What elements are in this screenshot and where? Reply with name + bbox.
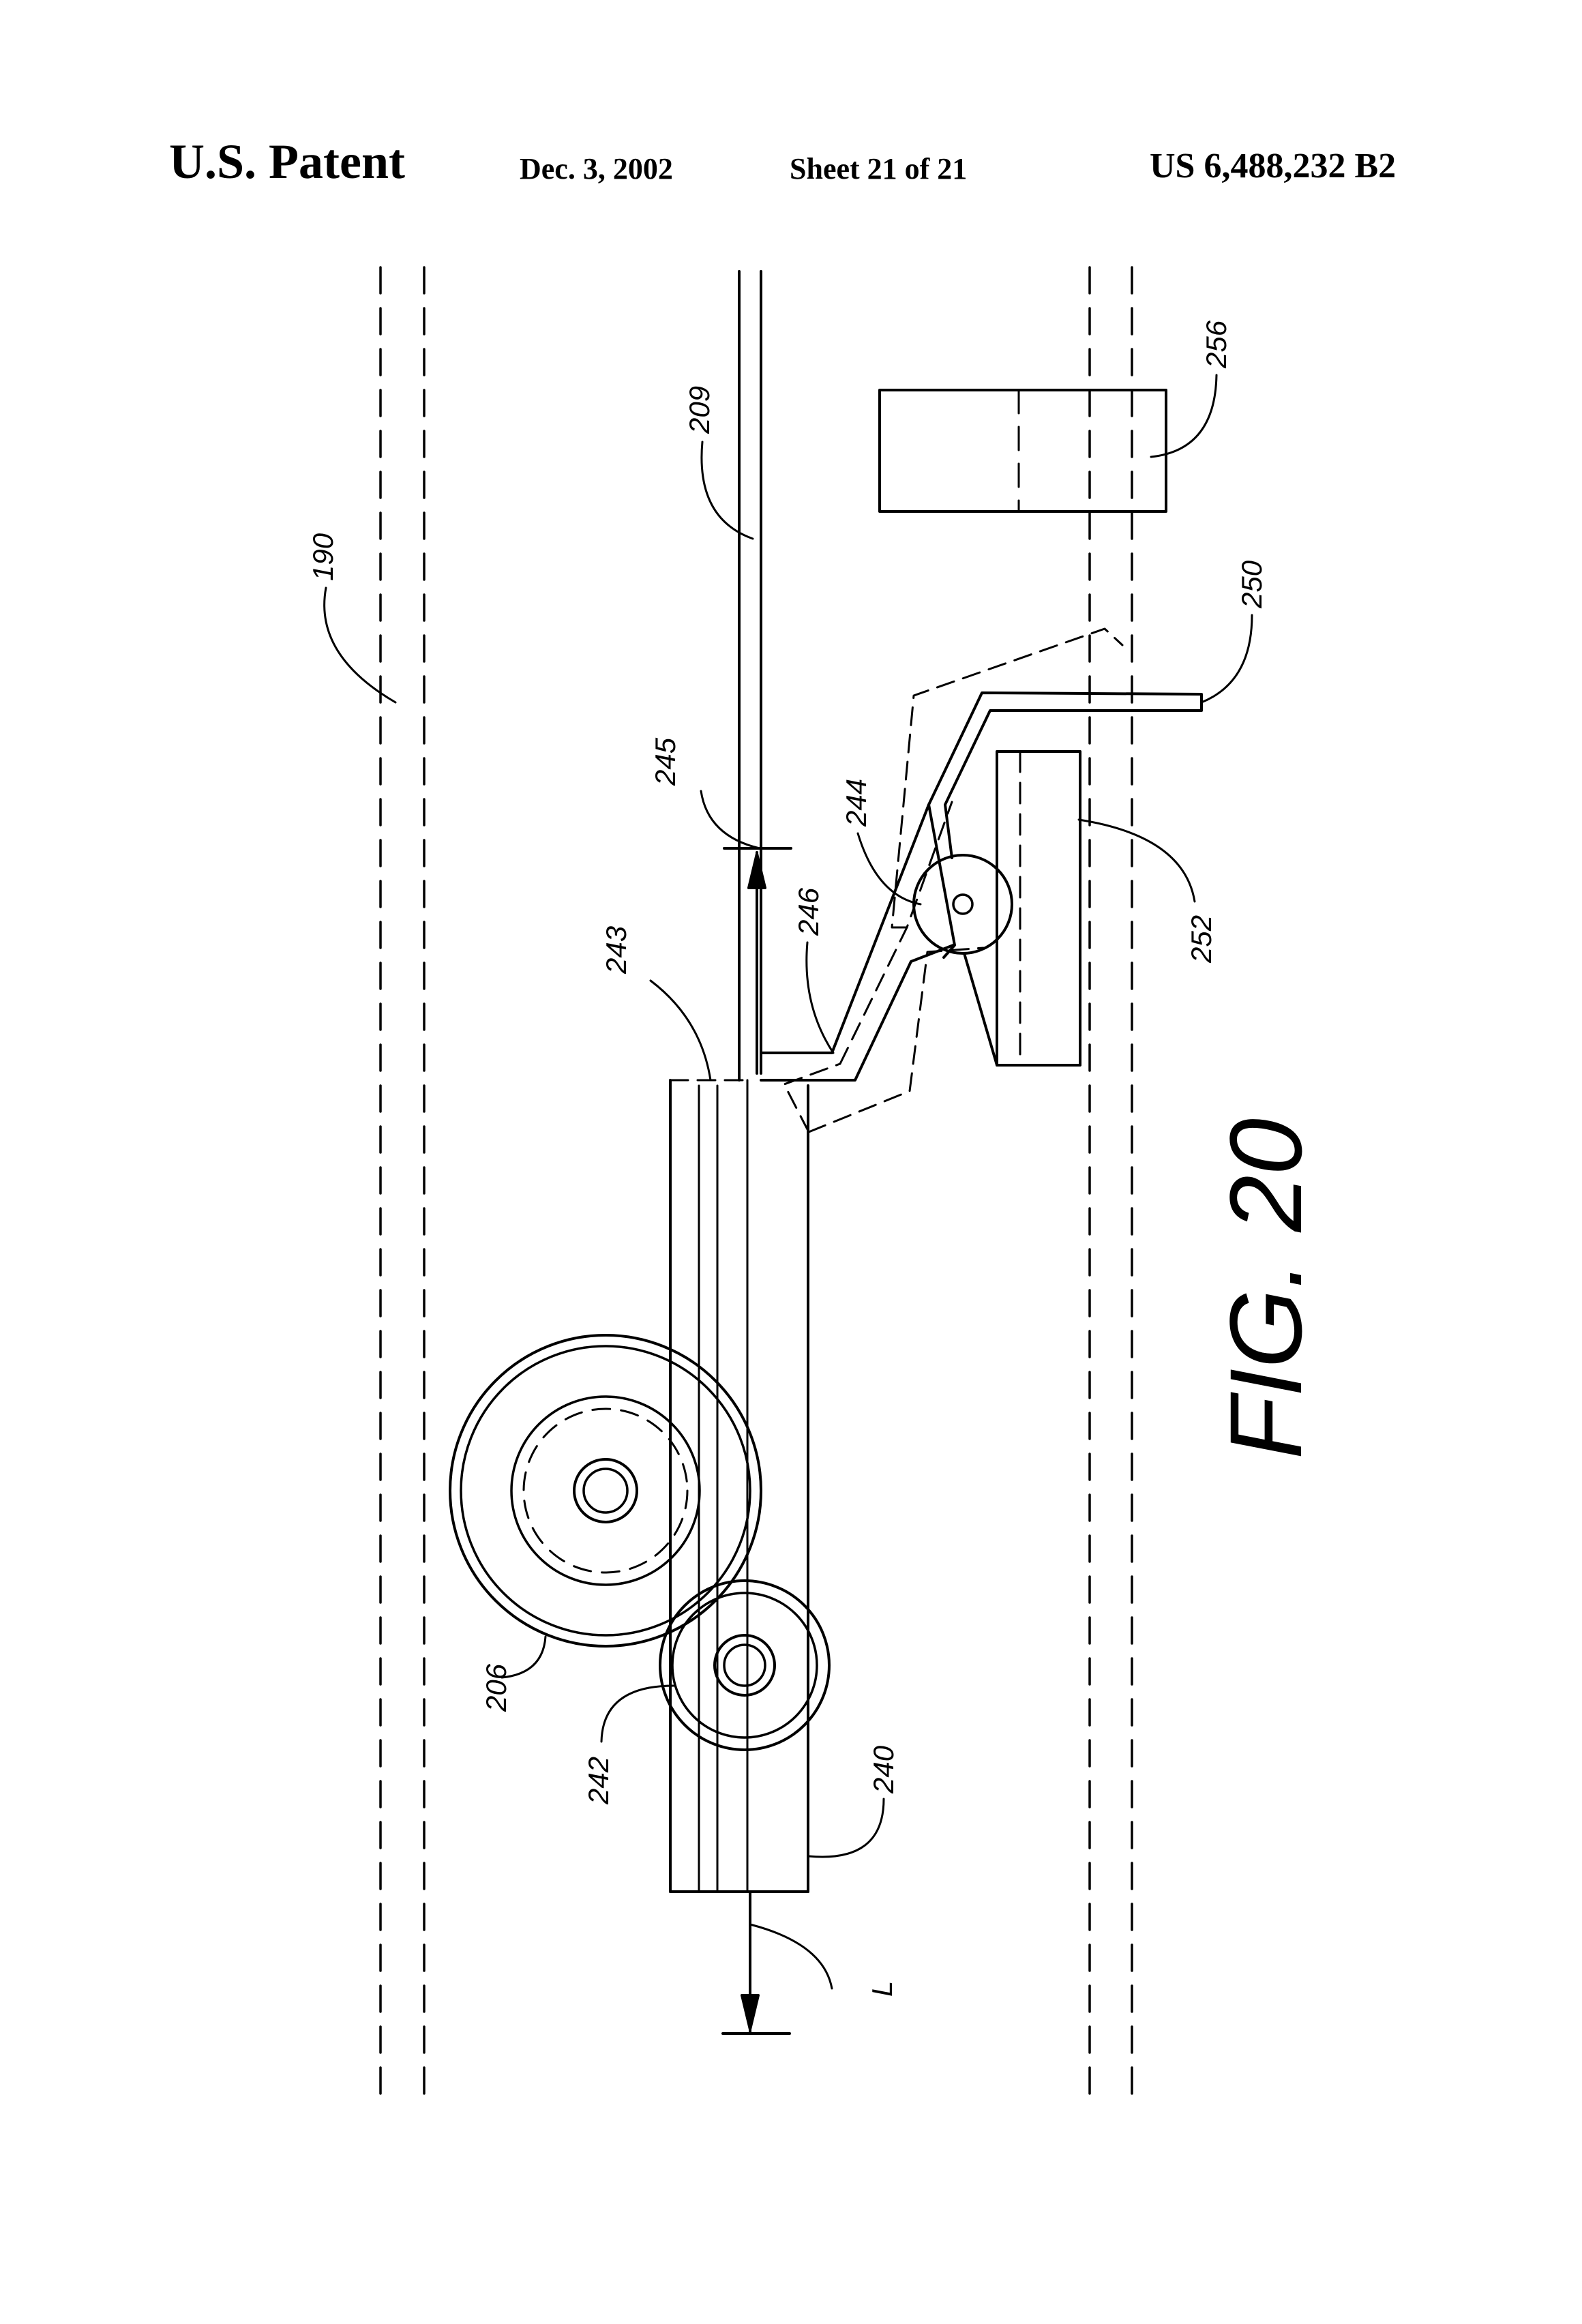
sheet-number: Sheet 21 of 21 bbox=[790, 152, 968, 185]
pinion-242 bbox=[659, 1579, 831, 1751]
leader-243 bbox=[649, 979, 712, 1082]
leader-245 bbox=[700, 790, 761, 850]
ref-245: 245 bbox=[649, 737, 681, 786]
reference-numerals: 190 209 256 250 245 244 246 243 252 206 … bbox=[307, 320, 1268, 1997]
leader-190 bbox=[323, 586, 397, 704]
lever-246 bbox=[760, 691, 1203, 1082]
lever-alternate-position bbox=[783, 627, 1124, 1133]
ref-240: 240 bbox=[867, 1745, 899, 1794]
leader-242 bbox=[600, 1684, 675, 1743]
leader-252 bbox=[1077, 818, 1196, 903]
ref-250: 250 bbox=[1236, 560, 1268, 609]
leader-240 bbox=[807, 1798, 885, 1858]
leader-206 bbox=[501, 1635, 547, 1679]
ref-206: 206 bbox=[480, 1663, 512, 1712]
tube-240 bbox=[669, 1079, 809, 1893]
ref-243: 243 bbox=[600, 926, 632, 974]
ref-190: 190 bbox=[307, 533, 339, 581]
block-252 bbox=[963, 750, 1081, 1067]
gear-206 bbox=[449, 1334, 762, 1648]
patent-title: U.S. Patent bbox=[169, 134, 405, 189]
patent-date: Dec. 3, 2002 bbox=[520, 152, 673, 185]
figure-label: FIG. 20 bbox=[1208, 1118, 1323, 1459]
leader-246 bbox=[805, 941, 835, 1054]
ref-246: 246 bbox=[792, 887, 824, 936]
arrow-245 bbox=[723, 847, 792, 1075]
leader-250 bbox=[1200, 614, 1253, 704]
leader-256 bbox=[1150, 374, 1218, 458]
ref-L: L bbox=[866, 1981, 898, 1997]
rod-209 bbox=[738, 270, 762, 1082]
ref-252: 252 bbox=[1185, 915, 1217, 964]
sheet-header: U.S. Patent Dec. 3, 2002 Sheet 21 of 21 … bbox=[0, 0, 1582, 225]
block-256 bbox=[878, 389, 1167, 513]
patent-number: US 6,488,232 B2 bbox=[1150, 147, 1397, 185]
ref-209: 209 bbox=[683, 386, 715, 434]
leader-lines bbox=[323, 374, 1253, 1990]
ref-256: 256 bbox=[1200, 320, 1232, 369]
leader-L bbox=[749, 1923, 833, 1990]
leader-209 bbox=[700, 441, 754, 540]
rail-lines bbox=[379, 266, 1133, 2106]
ref-242: 242 bbox=[582, 1757, 614, 1805]
leader-244 bbox=[856, 832, 922, 906]
arrow-L bbox=[721, 1890, 791, 2035]
ref-244: 244 bbox=[840, 779, 872, 827]
